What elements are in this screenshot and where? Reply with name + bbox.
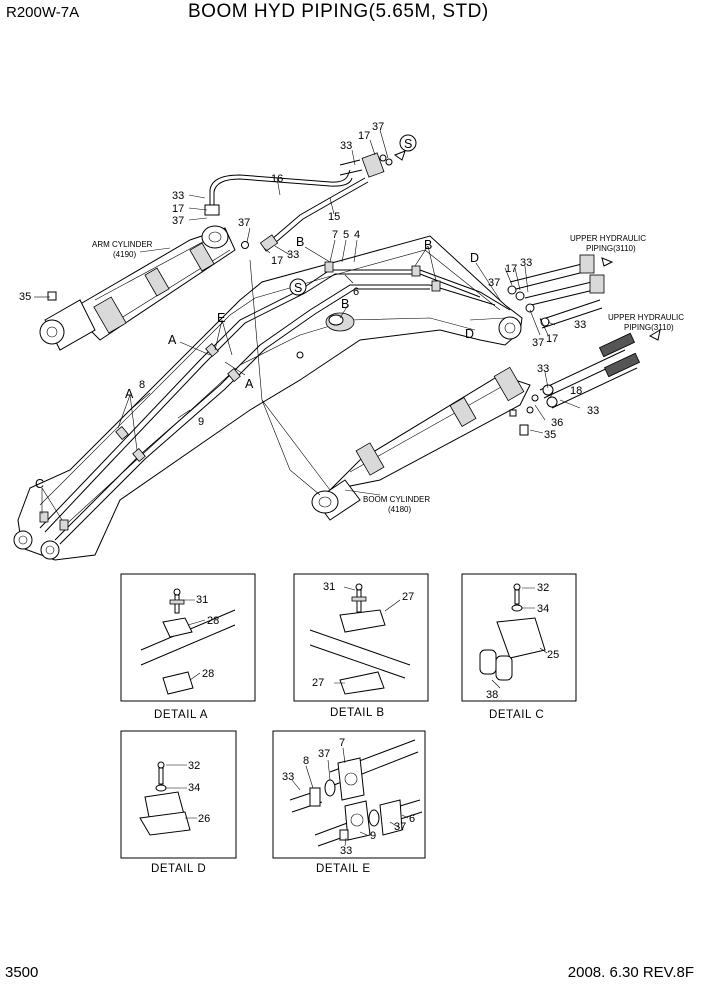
boom-cylinder-label: BOOM CYLINDER bbox=[363, 495, 430, 504]
callout-33: 33 bbox=[287, 249, 299, 261]
detail-d-34: 34 bbox=[188, 782, 200, 794]
callout-9: 9 bbox=[198, 416, 204, 428]
detail-b-27: 27 bbox=[402, 591, 414, 603]
detail-d: 32 34 26 DETAIL D bbox=[120, 730, 237, 875]
detail-b-27: 27 bbox=[312, 677, 324, 689]
detail-c-34: 34 bbox=[537, 603, 549, 615]
callout-17: 17 bbox=[358, 130, 370, 142]
callout-7: 7 bbox=[332, 229, 338, 241]
letter-b: B bbox=[296, 235, 304, 249]
callout-36: 36 bbox=[551, 417, 563, 429]
leader-lines bbox=[34, 129, 581, 521]
callout-33: 33 bbox=[520, 257, 532, 269]
detail-c: 32 34 25 38 DETAIL C bbox=[461, 573, 577, 721]
detail-e: 33 8 37 7 37 6 9 33 DETAIL E bbox=[272, 730, 426, 875]
detail-e-title: DETAIL E bbox=[316, 863, 371, 875]
callout-5: 5 bbox=[343, 229, 349, 241]
letter-d: D bbox=[470, 251, 479, 265]
detail-a: 31 28 28 DETAIL A bbox=[120, 573, 256, 721]
detail-e-8: 8 bbox=[303, 755, 309, 767]
detail-c-title: DETAIL C bbox=[489, 709, 544, 721]
callout-37: 37 bbox=[488, 277, 500, 289]
arm-cylinder bbox=[39, 225, 236, 351]
callout-35: 35 bbox=[19, 291, 31, 303]
callout-6: 6 bbox=[353, 286, 359, 298]
callout-33: 33 bbox=[172, 190, 184, 202]
letter-a: A bbox=[245, 377, 254, 391]
letter-s: S bbox=[294, 281, 302, 295]
detail-c-32: 32 bbox=[537, 582, 549, 594]
detail-d-26: 26 bbox=[198, 813, 210, 825]
letter-a: A bbox=[125, 387, 134, 401]
callout-18: 18 bbox=[570, 385, 582, 397]
callout-17: 17 bbox=[505, 263, 517, 275]
page-number: 3500 bbox=[5, 964, 39, 981]
letter-e: E bbox=[217, 311, 225, 325]
detail-e-37: 37 bbox=[394, 821, 406, 833]
detail-a-28: 28 bbox=[202, 668, 214, 680]
letter-b: B bbox=[341, 297, 349, 311]
detail-e-6: 6 bbox=[409, 813, 415, 825]
detail-d-32: 32 bbox=[188, 760, 200, 772]
callout-37: 37 bbox=[372, 121, 384, 133]
upper-hydraulic-ref: PIPING(3110) bbox=[624, 323, 674, 332]
detail-letters: S S B B B D D A A A E C bbox=[35, 134, 479, 491]
boom-cylinder bbox=[311, 366, 534, 521]
upper-pipes bbox=[204, 152, 393, 252]
detail-e-7: 7 bbox=[339, 737, 345, 749]
callout-8: 8 bbox=[139, 379, 145, 391]
detail-b: 31 27 27 DETAIL B bbox=[293, 573, 429, 719]
boom-structure bbox=[13, 235, 523, 561]
detail-a-28: 28 bbox=[207, 615, 219, 627]
detail-e-37: 37 bbox=[318, 748, 330, 760]
boom-cylinder-ref: (4180) bbox=[388, 505, 411, 514]
callout-15: 15 bbox=[328, 211, 340, 223]
callout-4: 4 bbox=[354, 229, 360, 241]
detail-a-31: 31 bbox=[196, 594, 208, 606]
callout-33: 33 bbox=[537, 363, 549, 375]
callout-numbers: 33 17 37 16 15 33 17 37 37 33 17 7 5 4 6… bbox=[19, 121, 599, 441]
detail-e-33: 33 bbox=[282, 771, 294, 783]
letter-s: S bbox=[404, 137, 412, 151]
callout-33: 33 bbox=[587, 405, 599, 417]
revision-date: 2008. 6.30 REV.8F bbox=[567, 964, 694, 981]
arm-cylinder-ref: (4190) bbox=[113, 250, 136, 259]
model-code: R200W-7A bbox=[6, 4, 80, 21]
callout-17: 17 bbox=[172, 203, 184, 215]
detail-c-25: 25 bbox=[547, 649, 559, 661]
detail-c-38: 38 bbox=[486, 689, 498, 701]
callout-17: 17 bbox=[546, 333, 558, 345]
letter-b: B bbox=[424, 238, 432, 252]
assembly-captions: ARM CYLINDER (4190) BOOM CYLINDER (4180)… bbox=[92, 234, 684, 514]
callout-37: 37 bbox=[172, 215, 184, 227]
letter-d: D bbox=[465, 327, 474, 341]
detail-e-33: 33 bbox=[340, 845, 352, 857]
callout-35: 35 bbox=[544, 429, 556, 441]
upper-hydraulic-label: UPPER HYDRAULIC bbox=[570, 234, 646, 243]
letter-a: A bbox=[168, 333, 177, 347]
callout-37: 37 bbox=[532, 337, 544, 349]
callout-37: 37 bbox=[238, 217, 250, 229]
callout-33: 33 bbox=[574, 319, 586, 331]
callout-17: 17 bbox=[271, 255, 283, 267]
upper-hydraulic-label: UPPER HYDRAULIC bbox=[608, 313, 684, 322]
detail-a-title: DETAIL A bbox=[154, 709, 208, 721]
detail-b-title: DETAIL B bbox=[330, 707, 385, 719]
detail-b-31: 31 bbox=[323, 581, 335, 593]
page-title: BOOM HYD PIPING(5.65M, STD) bbox=[188, 1, 489, 22]
letter-c: C bbox=[35, 477, 44, 491]
callout-16: 16 bbox=[271, 173, 283, 185]
detail-e-9: 9 bbox=[370, 830, 376, 842]
arm-cylinder-label: ARM CYLINDER bbox=[92, 240, 153, 249]
upper-hydraulic-ref: PIPING(3110) bbox=[586, 244, 636, 253]
callout-33: 33 bbox=[340, 140, 352, 152]
detail-d-title: DETAIL D bbox=[151, 863, 206, 875]
